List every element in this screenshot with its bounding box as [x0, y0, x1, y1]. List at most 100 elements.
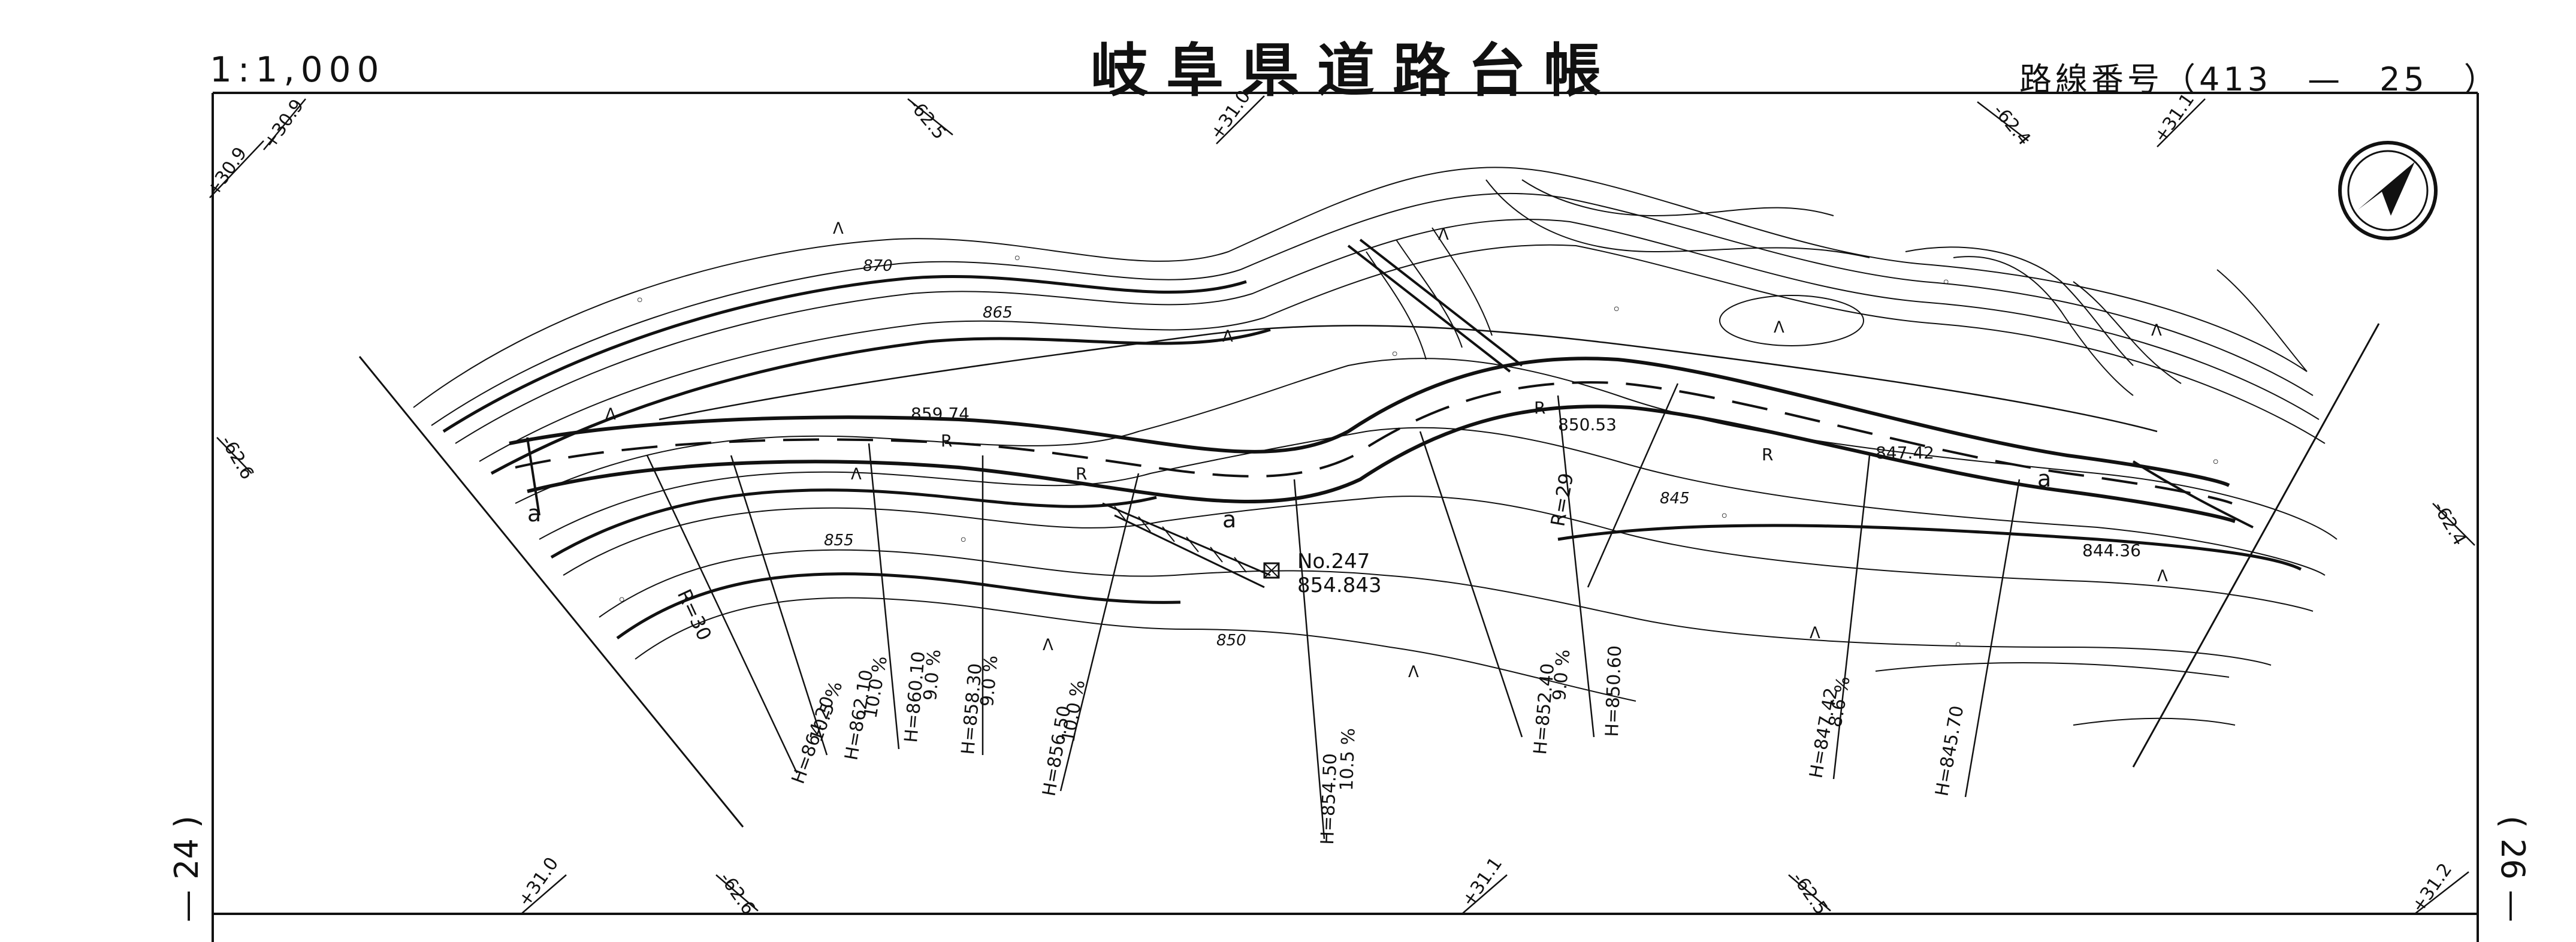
contour-line: [1953, 256, 2134, 396]
svg-text:ᐱ: ᐱ: [1408, 663, 1419, 681]
map-scale: 1:1,000: [210, 49, 385, 90]
svg-text:◦: ◦: [635, 292, 644, 310]
section-grade-label: 9.0 %: [1549, 648, 1574, 701]
vegetation-symbols: ᐱ ᐱ ᐱ ᐱ ᐱ ᐱ ᐱ ᐱ ᐱ ᐱ ᐱ ◦ ◦ ◦ ◦ ◦ ◦ ◦ ◦ ◦ …: [605, 220, 2220, 681]
contour-label: 850: [1216, 632, 1246, 650]
boundary-line-left: [358, 356, 744, 828]
road-mark: a: [2037, 466, 2051, 492]
section-grade-label: 10.0 %: [1058, 678, 1089, 744]
svg-text:◦: ◦: [1720, 508, 1729, 526]
elevation-label: 859.74: [911, 404, 970, 424]
side-roads: [526, 238, 2254, 529]
curve-mark: R: [941, 431, 952, 451]
contour-index-845: [1557, 524, 2302, 571]
contour-index-850: [616, 572, 1181, 640]
section-grade-label: 8.6 %: [1825, 675, 1854, 729]
grid-tick: [521, 874, 567, 914]
sheet-link-left: — 24 ): [168, 816, 206, 922]
contour-lines: [413, 167, 2338, 726]
grid-tick: [1461, 874, 1508, 914]
svg-text:ᐱ: ᐱ: [851, 466, 862, 484]
contour-line: [2073, 281, 2182, 384]
svg-text:◦: ◦: [1390, 346, 1399, 364]
grid-label-top: +31.0: [1206, 86, 1255, 143]
section-grade-label: 10.0 %: [860, 654, 892, 720]
svg-text:ᐱ: ᐱ: [1774, 319, 1784, 337]
road-mark: a: [1222, 506, 1236, 533]
contour-line: [431, 192, 2314, 426]
contour-line: [1432, 227, 1493, 336]
section-height-label: H=854.50: [1317, 753, 1341, 845]
svg-text:ᐱ: ᐱ: [605, 406, 616, 424]
curve-mark: R: [1534, 398, 1545, 418]
grid-tick: [1788, 874, 1831, 911]
svg-text:◦: ◦: [1013, 250, 1022, 268]
grid-tick: [907, 98, 953, 135]
grid-tick: [209, 140, 264, 198]
benchmark-marker: [1263, 562, 1280, 579]
svg-text:◦: ◦: [959, 532, 968, 550]
svg-text:ᐱ: ᐱ: [2157, 567, 2168, 585]
svg-text:◦: ◦: [1941, 274, 1950, 292]
contour-line: [1485, 179, 1870, 258]
contour-index-870: [442, 275, 1247, 433]
contour-line: [539, 427, 2326, 576]
north-arrow-icon: [2338, 141, 2438, 240]
contour-line: [1396, 239, 1463, 348]
contour-index-855: [550, 488, 1157, 559]
svg-text:ᐱ: ᐱ: [1438, 226, 1449, 244]
road-edge-upper: [509, 357, 2230, 487]
elevation-label: 847.42: [1876, 443, 1934, 463]
elevation-label: 844.36: [2082, 541, 2141, 560]
svg-text:◦: ◦: [1953, 636, 1962, 654]
svg-text:◦: ◦: [617, 591, 626, 609]
grid-label-top: -62.4: [1989, 101, 2035, 150]
grid-tick: [263, 98, 306, 150]
curve-radius-label: R=30: [673, 585, 716, 644]
road-mark: a: [527, 500, 541, 527]
contour-line: [413, 167, 2308, 408]
road-centerline: [515, 381, 2233, 505]
grid-tick: [2414, 871, 2469, 914]
grid-tick: [216, 437, 252, 474]
retaining-wall: [1102, 502, 1271, 588]
contour-line: [1905, 246, 2134, 366]
grid-tick: [1216, 95, 1265, 144]
grid-tick: [2432, 503, 2475, 546]
benchmark-number: No.247: [1297, 550, 1370, 573]
contour-line: [515, 358, 2338, 540]
svg-text:◦: ◦: [2211, 454, 2220, 472]
road-edge-lower: [527, 404, 2236, 523]
svg-text:ᐱ: ᐱ: [2151, 322, 2162, 340]
contour-line: [1875, 662, 2230, 678]
road-edges: [509, 357, 2236, 523]
contour-index-865: [490, 328, 1271, 475]
contour-line: [1366, 251, 1427, 360]
elevation-label: 850.53: [1558, 415, 1617, 434]
contour-line: [1521, 179, 1834, 217]
section-grade-label: 9.0 %: [920, 648, 945, 701]
curve-mark: R: [1076, 464, 1087, 484]
svg-text:ᐱ: ᐱ: [1810, 624, 1820, 642]
cut-slope-hatching: [659, 325, 2158, 433]
grid-label-top: +31.1: [2150, 89, 2198, 146]
contour-line: [455, 219, 2320, 444]
contour-line: [2073, 717, 2236, 726]
grid-tick: [2157, 98, 2206, 147]
svg-text:ᐱ: ᐱ: [1043, 636, 1053, 654]
contour-label: 855: [824, 532, 854, 550]
benchmark-height: 854.843: [1297, 573, 1382, 597]
contour-label: 845: [1660, 490, 1690, 508]
contour-line: [635, 597, 1636, 702]
grid-label-top: +30.9: [203, 143, 251, 200]
cross-section-lines: [646, 383, 2021, 840]
contour-label: 865: [983, 304, 1013, 322]
contour-line: [563, 496, 2314, 612]
grid-label-bottom: +31.0: [514, 853, 563, 910]
section-height-label: H=845.70: [1931, 704, 1968, 798]
grid-tick: [1977, 101, 2029, 141]
contour-label: 870: [863, 257, 893, 275]
svg-text:◦: ◦: [1612, 301, 1621, 319]
